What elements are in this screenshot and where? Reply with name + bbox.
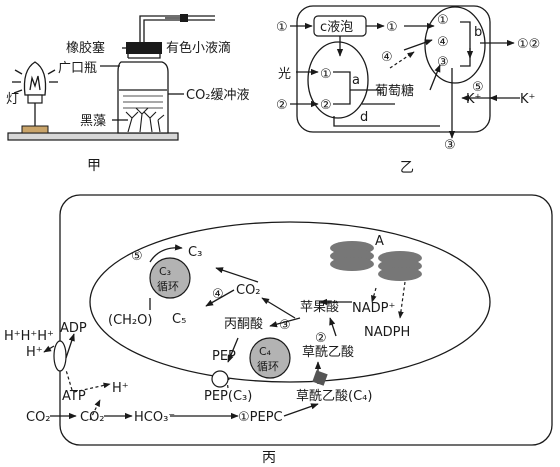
pyruvate-label: 丙酮酸 bbox=[224, 317, 263, 332]
yi-out12: ①② bbox=[517, 37, 540, 52]
proton-pump-icon bbox=[53, 340, 67, 372]
buffer-label: CO₂缓冲液 bbox=[186, 88, 250, 103]
yi-d-label: d bbox=[360, 110, 368, 125]
h-right-label: H⁺ bbox=[112, 381, 129, 396]
c3-cycle-top: C₃ bbox=[159, 265, 171, 278]
chloroplast bbox=[89, 221, 491, 383]
vacuole-label: c液泡 bbox=[320, 20, 353, 35]
light-label: 光 bbox=[278, 67, 291, 82]
adp-label: ADP bbox=[60, 321, 87, 336]
yi-c1-in: ① bbox=[276, 20, 288, 35]
rubber-stopper bbox=[126, 42, 162, 54]
bing-c2: ② bbox=[315, 331, 327, 346]
malic-label: 苹果酸 bbox=[300, 300, 339, 315]
pep-label: PEP bbox=[212, 349, 236, 364]
nadph-label: NADPH bbox=[364, 325, 410, 340]
h-left-label: H⁺ bbox=[26, 345, 43, 360]
c3-cycle-icon bbox=[149, 257, 191, 299]
yi-b-label: b bbox=[474, 25, 482, 40]
bottle-label: 广口瓶 bbox=[58, 61, 97, 76]
k-inner: K⁺ bbox=[466, 92, 481, 107]
yi-c2-in: ② bbox=[276, 98, 288, 113]
hhh-label: H⁺H⁺H⁺ bbox=[4, 329, 54, 344]
c4-cycle-bot: 循环 bbox=[257, 360, 279, 373]
c5-label: C₅ bbox=[172, 312, 186, 327]
c4-cycle-icon bbox=[249, 337, 291, 379]
yi-c2-chl: ② bbox=[320, 98, 332, 113]
yi-c1-chl: ① bbox=[320, 67, 332, 82]
co2-outer-label: CO₂ bbox=[26, 410, 51, 425]
grana-A-label: A bbox=[375, 234, 384, 249]
c3-cycle-bot: 循环 bbox=[157, 280, 179, 293]
pepc3-label: PEP(C₃) bbox=[204, 389, 252, 404]
pepc-label: ①PEPC bbox=[238, 410, 283, 425]
ch2o-label: (CH₂O) bbox=[108, 313, 152, 328]
hco3-label: HCO₃⁻ bbox=[134, 410, 175, 425]
yi-c3-mito: ③ bbox=[437, 55, 449, 70]
mitochondrion-b bbox=[424, 6, 486, 84]
yi-c3-out: ③ bbox=[444, 138, 456, 153]
colored-droplet bbox=[180, 14, 188, 22]
droplet-label: 有色小液滴 bbox=[166, 40, 231, 56]
oxalo-label: 草酰乙酸 bbox=[302, 345, 354, 360]
bing-c3: ③ bbox=[279, 318, 291, 333]
caption-yi: 乙 bbox=[400, 160, 414, 176]
co2-cyto-label: CO₂ bbox=[80, 410, 105, 425]
cell-outline bbox=[296, 5, 491, 133]
table-surface bbox=[7, 132, 179, 141]
yi-c1-mid: ① bbox=[386, 20, 398, 35]
figure-bing: A C₃ 循环 C₄ 循环 ⑤ C₃ CO₂ ④ (CH₂O) C₅ 苹果酸 N… bbox=[4, 194, 553, 466]
glucose-label: 葡萄糖 bbox=[375, 83, 414, 99]
oxaloC4-label: 草酰乙酸(C₄) bbox=[296, 389, 372, 404]
co2-inner-label: CO₂ bbox=[236, 283, 261, 298]
mesophyll-cell bbox=[59, 194, 553, 446]
stopper-label: 橡胶塞 bbox=[66, 40, 105, 56]
yi-c4-left: ④ bbox=[381, 50, 393, 65]
yi-c1-mito: ① bbox=[437, 13, 449, 28]
algae-label: 黑藻 bbox=[80, 114, 106, 129]
nadpplus-label: NADP⁺ bbox=[352, 301, 395, 316]
grana-stack-icon bbox=[330, 241, 422, 281]
bing-c5-circ: ⑤ bbox=[131, 249, 143, 264]
lamp-icon bbox=[12, 61, 58, 134]
figure-jia: 灯 橡胶塞 有色小液滴 广口瓶 CO₂缓冲液 黑藻 甲 bbox=[6, 14, 250, 174]
yi-a-label: a bbox=[352, 73, 360, 88]
algae-plant bbox=[125, 107, 165, 133]
lamp-label: 灯 bbox=[6, 92, 19, 107]
oxalo-transporter bbox=[312, 370, 328, 386]
figure-yi: ① c液泡 ① ① ④ ③ b ①② ④ 光 ① a ② ② 葡萄糖 ⑤ K⁺ … bbox=[276, 5, 540, 176]
k-outer: K⁺ bbox=[520, 92, 535, 107]
c3-label: C₃ bbox=[188, 245, 202, 260]
bottle-icon bbox=[117, 14, 215, 134]
chloroplast-a bbox=[307, 41, 369, 119]
yi-c4-mito: ④ bbox=[437, 35, 449, 50]
bing-c4: ④ bbox=[212, 287, 224, 302]
yi-c5: ⑤ bbox=[472, 80, 484, 95]
atp-label: ATP bbox=[62, 389, 86, 404]
pep-transporter bbox=[211, 370, 229, 388]
c4-cycle-top: C₄ bbox=[259, 345, 272, 358]
caption-bing: 丙 bbox=[262, 450, 276, 466]
caption-jia: 甲 bbox=[87, 158, 101, 174]
